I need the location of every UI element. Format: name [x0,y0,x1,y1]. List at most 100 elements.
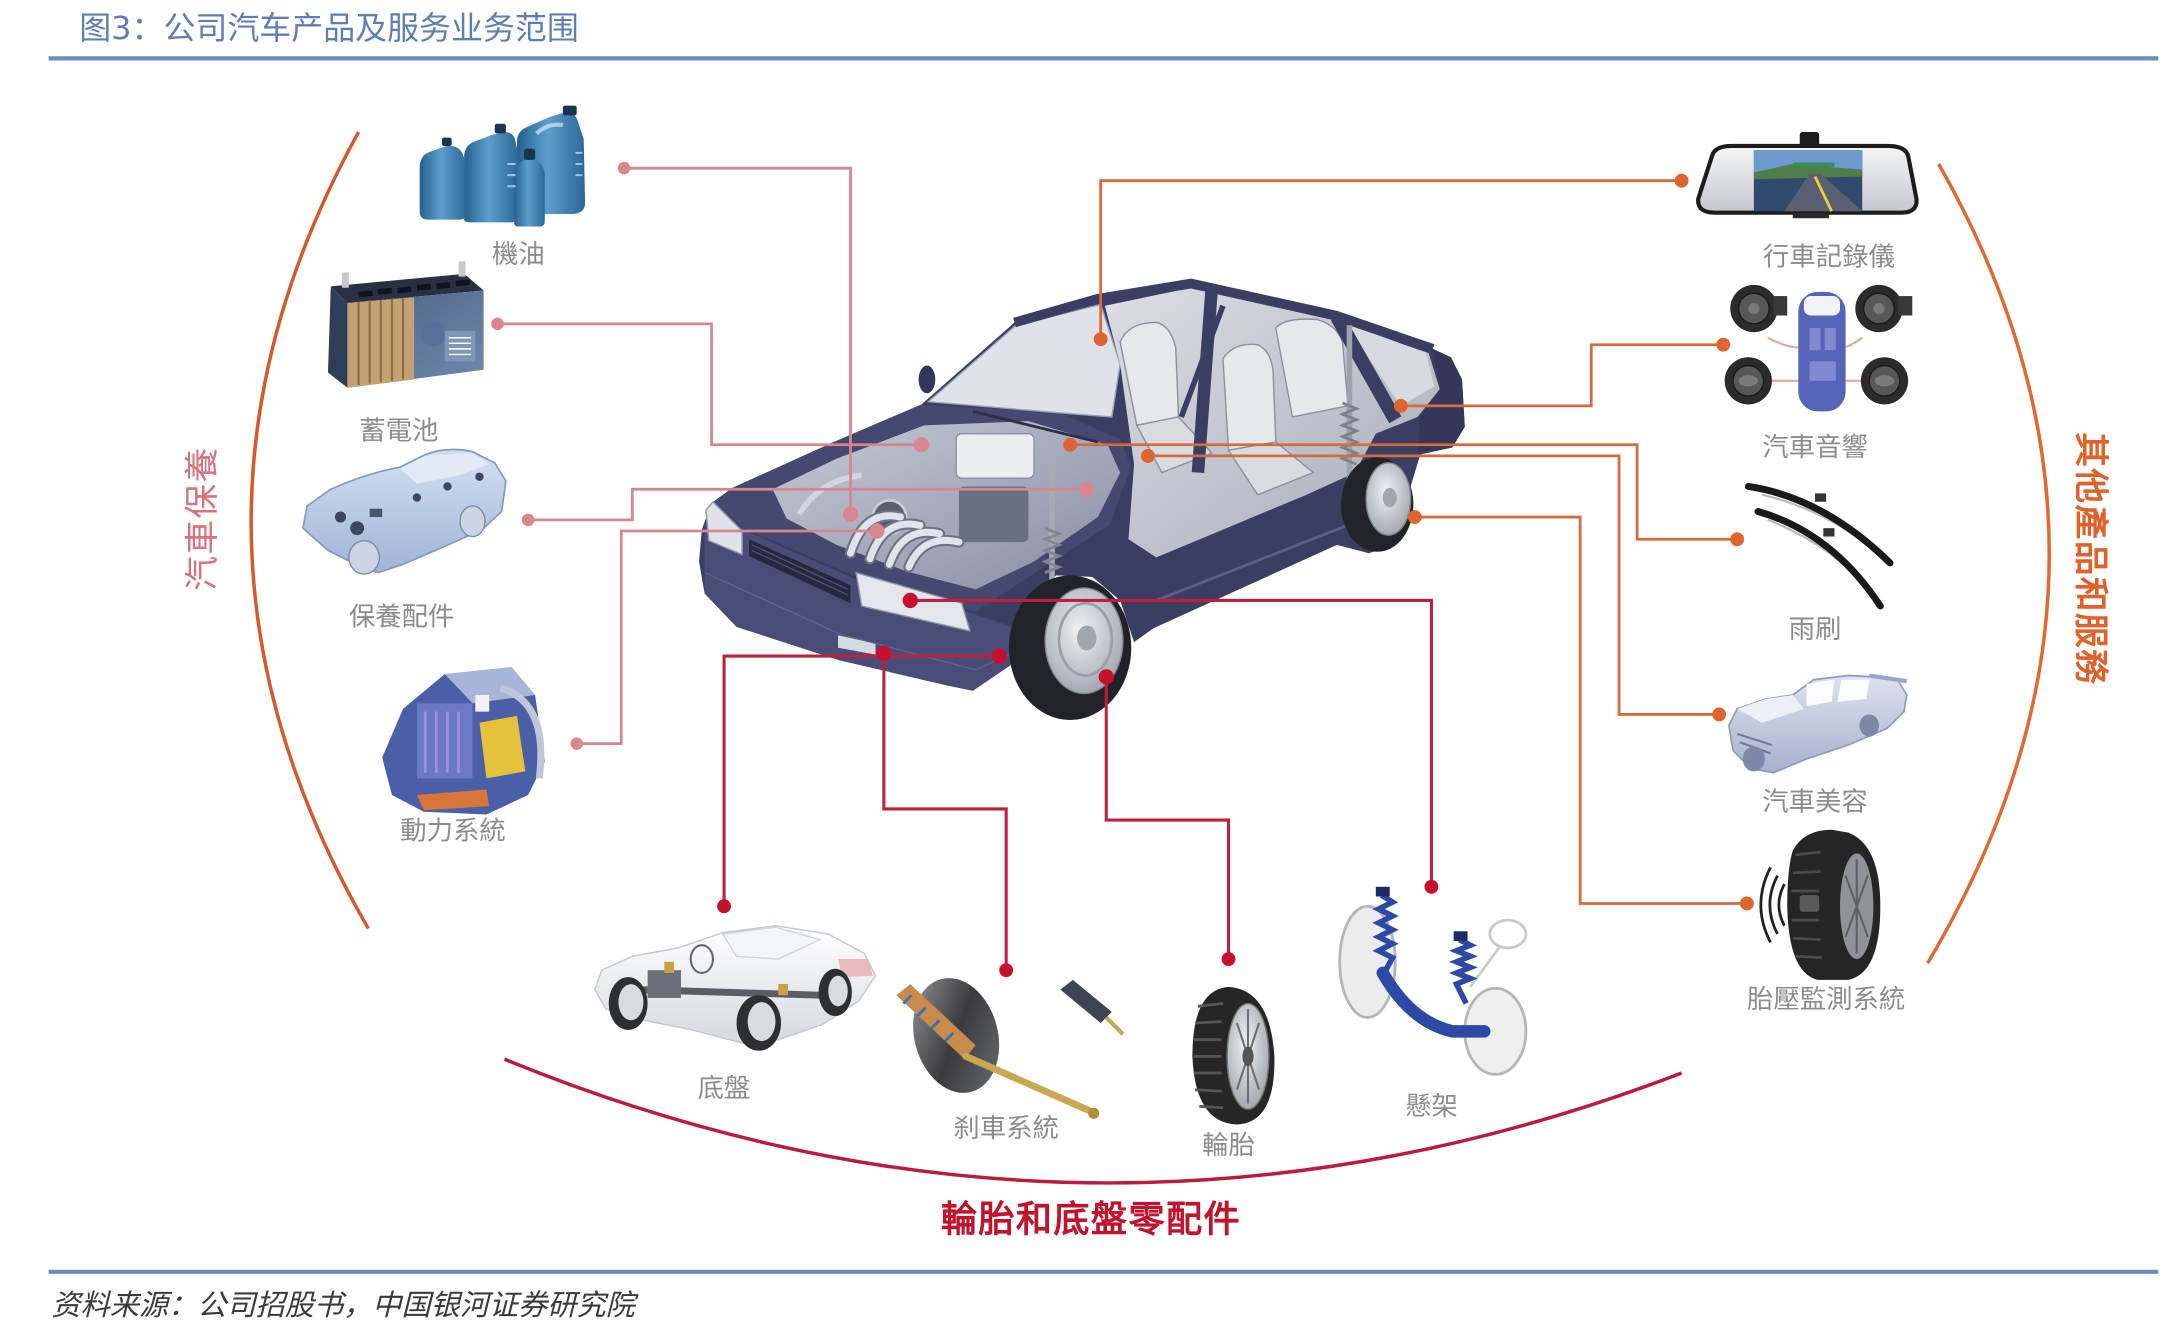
tire-icon [1192,986,1275,1125]
front-seat-right [1222,343,1277,452]
wiper-connector [1823,528,1835,537]
engine-orange-pan [416,789,490,811]
audio-car-body [1798,291,1846,412]
connector-dot [1739,896,1754,911]
rear-hub [1382,487,1397,508]
front-wheel [1008,575,1132,720]
battery-logo [421,321,447,347]
battery-sticker [444,330,476,362]
label-suspension: 懸架 [1405,1091,1458,1122]
speaker-cap [1873,303,1885,315]
connector-line-engine-oil [623,166,852,515]
body-shell-window [1837,679,1870,702]
front-shock-spring [1041,526,1063,574]
connector-dot [521,513,535,527]
label-battery: 蓄電池 [359,415,438,446]
speaker [1724,357,1772,405]
ghost-car-wheel [459,505,486,538]
label-car-detailing: 汽車美容 [1762,786,1868,817]
brake-push-rod [962,1052,1096,1116]
speaker-cap [1738,375,1759,387]
brake-small-part [1060,979,1112,1023]
rear-seat [1275,318,1349,418]
item-labels: 機油 蓄電池 保養配件 動力系統 行車記錄儀 汽車音響 雨刷 汽車美容 胎壓監測… [349,239,1905,1161]
chassis-car-body [594,924,877,1045]
body-shell-wheel-arch [1742,746,1765,772]
label-tire: 輪胎 [1202,1130,1255,1161]
engine-oil-bottles-icon [419,105,586,227]
tweeter [1898,296,1913,316]
ghost-car-part [350,521,365,536]
connector-dot [902,592,918,609]
chassis-gold-part [778,984,788,996]
oil-jug-medium [464,132,519,223]
connector-line-tpms [1414,515,1747,905]
brake-cylinder-stripes [902,994,955,1043]
suspension-spring-left [1372,892,1399,975]
ghost-car-part [369,508,383,518]
tpms-signal-waves [1759,866,1786,944]
connector-dot [1221,952,1236,967]
ghost-car-part [412,493,422,502]
connector-dot [869,523,885,539]
brake-master-cylinder [896,984,976,1060]
oil-jug-cap [441,137,452,146]
grille-slats [751,544,849,596]
audio-car-seats [1809,328,1836,381]
car-body-detailing-icon [1727,673,1908,774]
battery-terminal [458,261,466,277]
category-arc-maintenance [249,131,370,930]
screen-sign [1792,162,1835,167]
engine-detail [475,694,490,712]
screen-lane-line [1813,175,1833,212]
battery-sticker-lines [448,337,472,356]
connector-line-dashcam [1099,179,1682,340]
category-label-maintenance: 汽車保養 [183,446,223,591]
connectors-maintenance [497,166,1087,746]
connectors-other [1070,179,1747,905]
body-shell-window [1806,679,1835,707]
connector-dot [1079,481,1095,497]
intake-manifold [847,512,963,571]
connector-dot [1098,669,1114,685]
connector-dot [617,161,631,175]
brake-small-part-tip [1104,1015,1125,1036]
label-wipers: 雨刷 [1789,614,1842,645]
connector-dot [1140,448,1155,463]
suspension-subframe [1376,966,1491,1038]
chassis-rim [828,975,848,1007]
connector-line-powertrain [576,529,877,746]
connector-dots-chassis [717,592,1439,978]
audio-car-windshield [1803,296,1841,316]
tire-pressure-monitor-icon [1759,829,1881,980]
speaker-cap [1874,375,1895,387]
speaker [1855,284,1913,333]
b-pillar [1191,285,1219,474]
connector-line-tire [1104,676,1231,960]
tpms-rim-spokes [1844,858,1869,954]
body-shell-hood [1737,694,1804,723]
ghost-car-part [334,511,347,523]
connector-dot [876,645,892,661]
oil-bottle-cap [523,148,536,160]
suspension-steering-wheel [1488,918,1528,950]
mirror-notch [1792,212,1829,219]
dashcam-mirror-icon [1696,132,1919,219]
chassis-car-icon [594,924,877,1051]
speaker-cap [1748,303,1760,315]
engine-yellow-housing [479,715,526,779]
label-car-audio: 汽車音響 [1762,432,1868,463]
oil-bottle [514,159,545,227]
connector-dot [1424,879,1439,894]
tpms-sensor [1799,895,1820,912]
trunk-panel [1417,348,1465,454]
connector-dot [1393,398,1408,413]
seatbelt [1178,304,1226,418]
oil-jug-cap [562,105,577,116]
air-filter-box [955,432,1035,479]
connector-line-battery [497,322,922,447]
suspension-wheel-left [1338,904,1397,1019]
tire-tread [1193,1002,1224,1110]
body-shell-spoiler [1868,673,1908,684]
rear-window [1345,322,1435,406]
